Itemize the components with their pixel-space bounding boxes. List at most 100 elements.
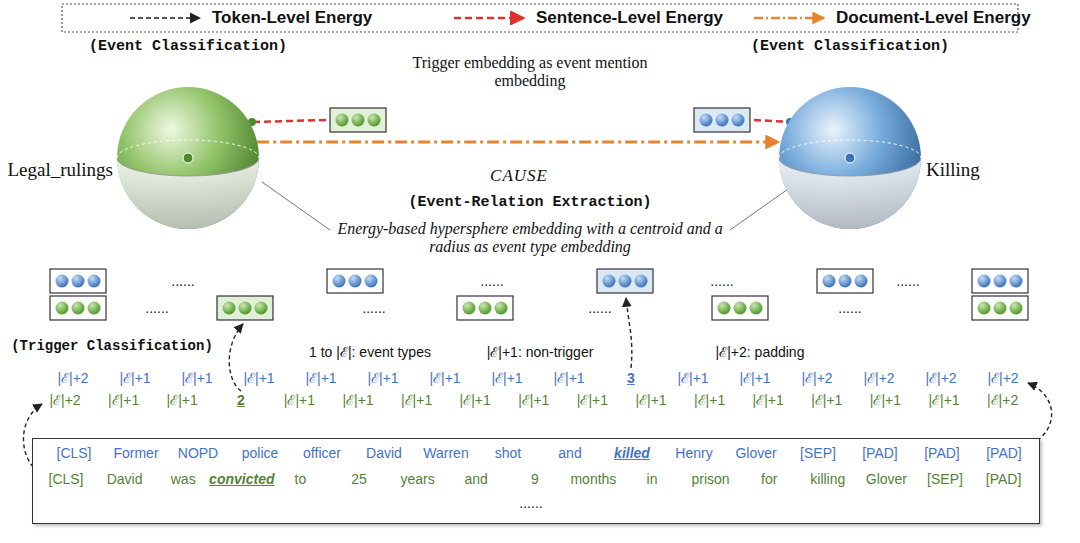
label-index: |ℰ|+2 [57, 370, 88, 386]
token: police [242, 445, 279, 461]
token: David [107, 471, 143, 487]
label-key: |ℰ|+1: non-trigger [487, 344, 594, 360]
token: in [647, 471, 658, 487]
event-type-name: Legal_rulings [7, 159, 113, 181]
label-index: |ℰ|+1 [553, 370, 584, 386]
label-index: |ℰ|+1 [167, 392, 198, 408]
label-index: |ℰ|+1 [739, 370, 770, 386]
label-index: |ℰ|+1 [401, 392, 432, 408]
embedding-vector [457, 296, 513, 320]
token: killed [614, 445, 650, 461]
ellipsis: ...... [171, 273, 194, 289]
label-index: |ℰ|+1 [243, 370, 274, 386]
sentence-box: [CLS]FormerNOPDpoliceofficerDavidWarrens… [32, 438, 1040, 524]
token: [PAD] [862, 445, 898, 461]
token: was [171, 471, 196, 487]
token: [SEP] [800, 445, 836, 461]
token: NOPD [178, 445, 218, 461]
label-index: |ℰ|+1 [811, 392, 842, 408]
legend-sample [452, 11, 528, 25]
note: Energy-based hypersphere embedding with … [335, 220, 725, 257]
embedding-vector [217, 296, 273, 320]
legend-item: Document-Level Energy [752, 7, 1031, 29]
ellipsis: ...... [896, 273, 919, 289]
label-index: |ℰ|+2 [801, 370, 832, 386]
label-index: 3 [627, 370, 635, 386]
ellipsis: ...... [710, 273, 733, 289]
ellipsis: ...... [145, 300, 168, 316]
token: Warren [423, 445, 468, 461]
token-energy-arrow [229, 324, 243, 391]
embedding-vector [327, 269, 383, 293]
token: and [465, 471, 488, 487]
label-index: |ℰ|+1 [460, 392, 491, 408]
token: months [570, 471, 616, 487]
ellipsis: ...... [480, 273, 503, 289]
label-index: |ℰ|+1 [753, 392, 784, 408]
token: years [400, 471, 434, 487]
legend-text: Document-Level Energy [836, 8, 1031, 28]
token: 9 [531, 471, 539, 487]
label-index: |ℰ|+1 [284, 392, 315, 408]
label-index: |ℰ|+1 [429, 370, 460, 386]
token: convicted [209, 471, 274, 487]
label-index: |ℰ|+2 [925, 370, 956, 386]
embedding-vector [694, 108, 750, 132]
token-energy-arrow [626, 298, 632, 368]
document-energy-edge [257, 141, 779, 144]
ellipsis: ...... [838, 300, 861, 316]
legend-item: Token-Level Energy [128, 7, 372, 29]
label-index: |ℰ|+2 [863, 370, 894, 386]
label-index: |ℰ|+1 [518, 392, 549, 408]
label-index: |ℰ|+1 [305, 370, 336, 386]
embedding-vector [330, 108, 386, 132]
legend-item: Sentence-Level Energy [452, 7, 723, 29]
label-key: |ℰ|+2: padding [716, 344, 805, 360]
token: 25 [351, 471, 367, 487]
label-index: |ℰ|+1 [928, 392, 959, 408]
note: Trigger embedding as event mention embed… [405, 54, 655, 91]
label-index: |ℰ|+1 [119, 370, 150, 386]
ellipsis: ...... [588, 300, 611, 316]
token: Former [113, 445, 158, 461]
label-index: |ℰ|+1 [342, 392, 373, 408]
ellipsis: ...... [362, 300, 385, 316]
token: [PAD] [924, 445, 960, 461]
label-index: |ℰ|+1 [181, 370, 212, 386]
hypersphere: (Event Classification)Killing [778, 86, 922, 230]
token: officer [303, 445, 341, 461]
token: prison [692, 471, 730, 487]
embedding-vector [972, 296, 1028, 320]
label-index: |ℰ|+1 [870, 392, 901, 408]
label-index: |ℰ|+1 [491, 370, 522, 386]
token: for [761, 471, 777, 487]
relation-label: CAUSE [490, 166, 548, 186]
task-label: (Event Classification) [89, 38, 287, 55]
sphere-shape [778, 86, 922, 230]
token: [CLS] [48, 471, 83, 487]
token: shot [495, 445, 521, 461]
token: Henry [675, 445, 712, 461]
sphere-shape [116, 86, 260, 230]
task-label: (Event Classification) [751, 38, 949, 55]
embedding-vector [712, 296, 768, 320]
label-index: |ℰ|+1 [677, 370, 708, 386]
hypersphere: (Event Classification)Legal_rulings [116, 86, 260, 230]
label-index: |ℰ|+2 [987, 370, 1018, 386]
legend-text: Token-Level Energy [212, 8, 372, 28]
label-key: 1 to |ℰ|: event types [309, 344, 431, 360]
label-index: |ℰ|+1 [694, 392, 725, 408]
token: [CLS] [56, 445, 91, 461]
label-index: |ℰ|+2 [987, 392, 1018, 408]
event-type-name: Killing [926, 159, 980, 181]
ellipsis: ...... [519, 495, 542, 511]
embedding-vector [817, 269, 873, 293]
token: and [558, 445, 581, 461]
label-index: |ℰ|+1 [635, 392, 666, 408]
embedding-vector [50, 269, 106, 293]
legend-sample [128, 11, 204, 25]
token: Glover [735, 445, 776, 461]
token: David [366, 445, 402, 461]
label-index: |ℰ|+1 [367, 370, 398, 386]
legend-text: Sentence-Level Energy [536, 8, 723, 28]
